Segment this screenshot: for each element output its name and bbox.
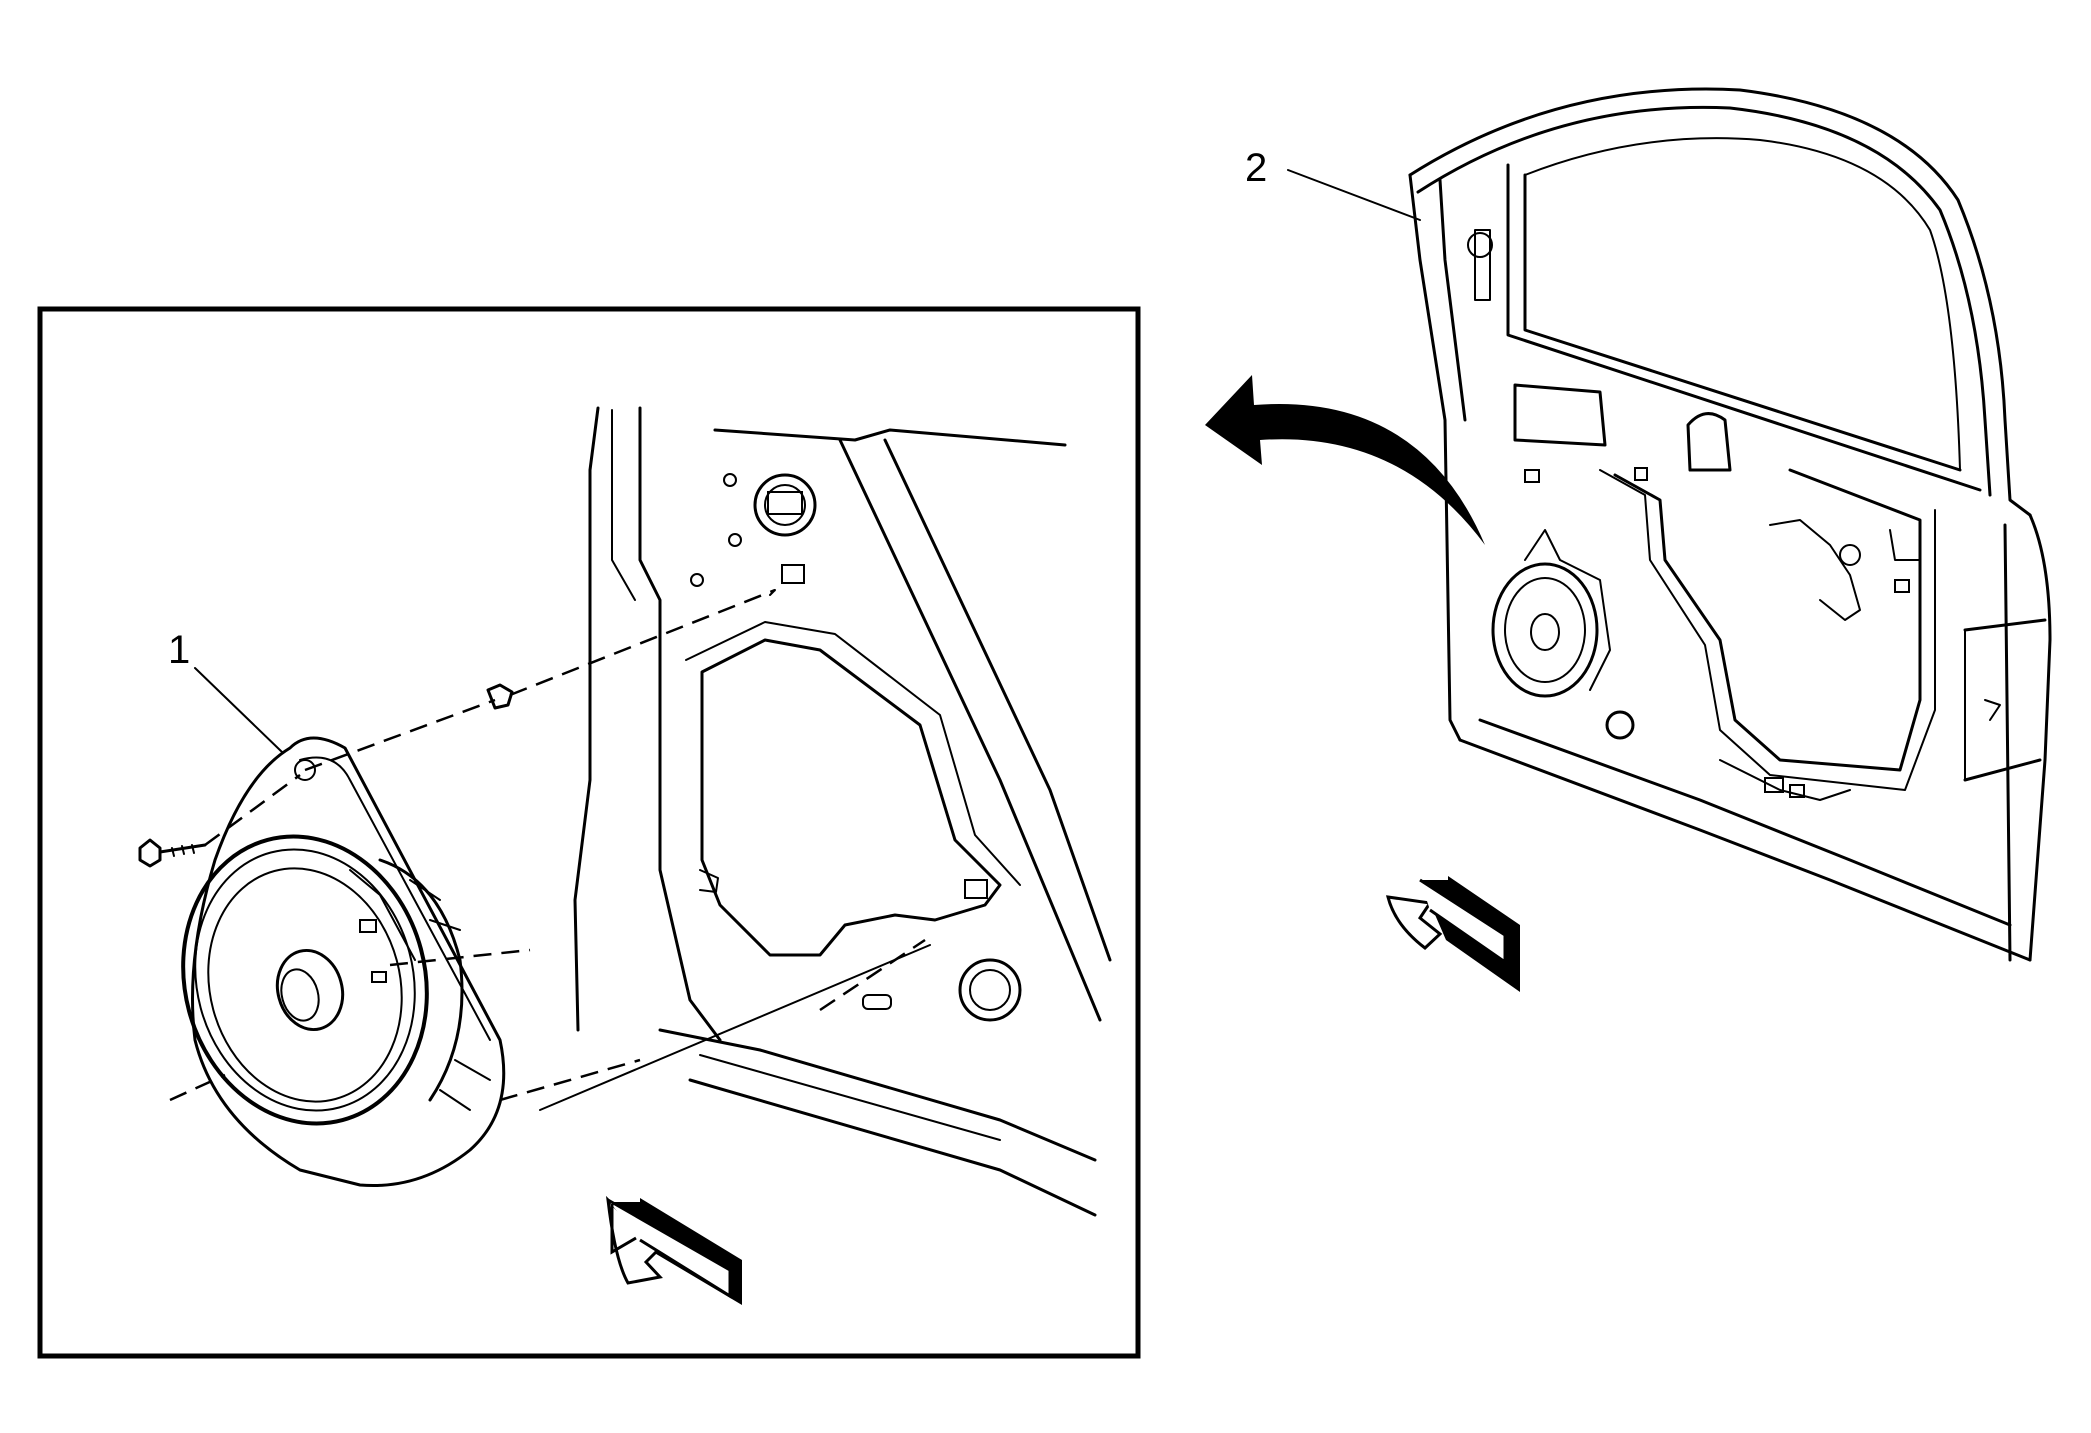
- clip-icon: [486, 683, 514, 710]
- callout-label-2: 2: [1245, 146, 1268, 190]
- callout-label-1: 1: [168, 628, 191, 672]
- view-arrow-door-icon: [1386, 876, 1520, 992]
- detail-inset-frame: [37, 306, 1141, 1359]
- curved-arrow-icon: [1205, 375, 1485, 545]
- callout-1-leader: [194, 667, 283, 753]
- view-arrow-inset-icon: [606, 1195, 742, 1305]
- speaker-icon: [181, 736, 506, 1188]
- alignment-lines: [169, 588, 931, 1111]
- front-door-icon: [1408, 87, 2052, 962]
- door-panel-detail-icon: [573, 406, 1112, 1217]
- screw-icon: [138, 838, 207, 868]
- callout-2-leader: [1287, 169, 1421, 221]
